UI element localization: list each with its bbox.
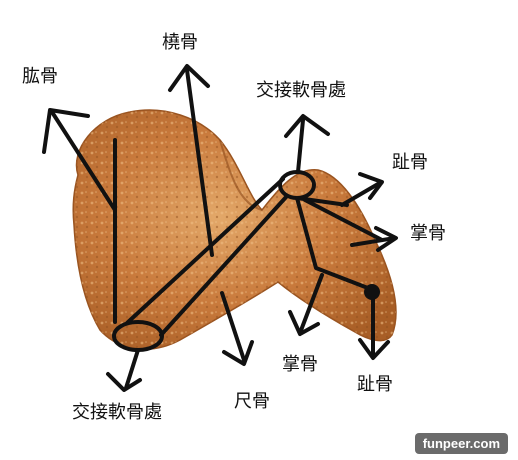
label-metacarpal-right: 掌骨 (410, 223, 446, 244)
label-cartilage-top: 交接軟骨處 (256, 80, 346, 101)
radius-bone-line (125, 177, 285, 325)
ulna-arrow (220, 291, 246, 362)
fried-chicken-wing (72, 109, 397, 350)
label-phalanx-right: 趾骨 (392, 152, 428, 173)
label-radius: 橈骨 (162, 32, 198, 53)
label-phalanx-bottom: 趾骨 (357, 374, 393, 395)
label-metacarpal-bottom: 掌骨 (282, 354, 318, 375)
label-humerus: 肱骨 (22, 66, 58, 87)
digit-bone (295, 196, 375, 292)
cartilage-bottom-arrow (124, 348, 140, 390)
metacarpal-bottom-arrow (298, 273, 324, 335)
fingertip-dot (364, 284, 380, 300)
cartilage-top-arrow (296, 118, 305, 174)
bone-annotations (42, 64, 398, 392)
label-ulna: 尺骨 (234, 391, 270, 412)
radius-arrow (185, 68, 214, 257)
phalanx-right-arrow (340, 182, 380, 207)
ulna-bone-line (159, 194, 289, 337)
metacarpal-right-arrow (350, 236, 397, 247)
watermark: funpeer.com (414, 433, 508, 454)
label-cartilage-bottom: 交接軟骨處 (72, 402, 162, 423)
